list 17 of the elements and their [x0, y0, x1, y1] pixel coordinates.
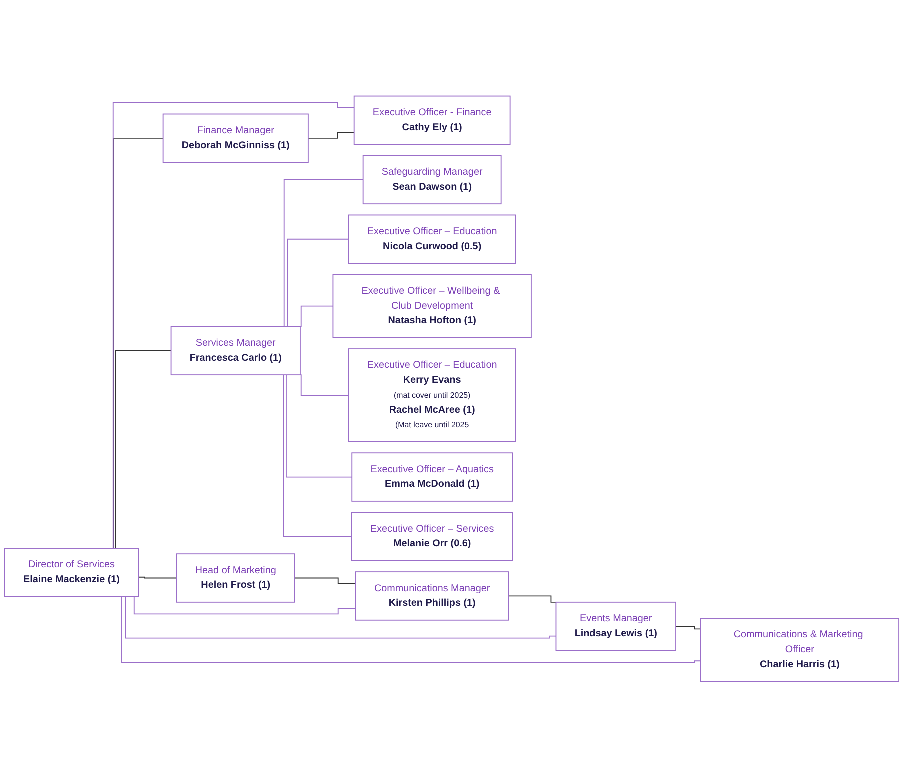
node-box: Executive Officer – Aquatics Emma McDonald (1) — [352, 452, 513, 502]
node-box: Safeguarding Manager Sean Dawson (1) — [362, 155, 502, 205]
connector — [308, 132, 355, 139]
connector — [138, 576, 178, 579]
node-box: Executive Officer – Wellbeing & Club Development Natasha Hofton (1) — [332, 274, 532, 338]
node-box: Head of Marketing Helen Frost (1) — [176, 554, 296, 603]
connector — [676, 626, 702, 630]
node-box: Director of Services Elaine Mackenzie (1) — [4, 548, 139, 598]
node-box: Events Manager Lindsay Lewis (1) — [556, 602, 676, 652]
connector — [294, 578, 356, 584]
node-box: Executive Officer - Finance Cathy Ely (1) — [354, 96, 511, 146]
node-box: Communications Manager Kirsten Phillips (1) — [355, 572, 510, 621]
node-box: Executive Officer – Services Melanie Orr (0.6) — [351, 512, 514, 562]
node-box: Services Manager Francesca Carlo (1) — [170, 326, 301, 376]
node-box: Communications & Marketing Officer Charlie Harris (1) — [700, 618, 900, 682]
node-box: Finance Manager Deborah McGinniss (1) — [162, 114, 309, 164]
node-box: Executive Officer – Education Nicola Curwood (0.5) — [348, 214, 516, 264]
